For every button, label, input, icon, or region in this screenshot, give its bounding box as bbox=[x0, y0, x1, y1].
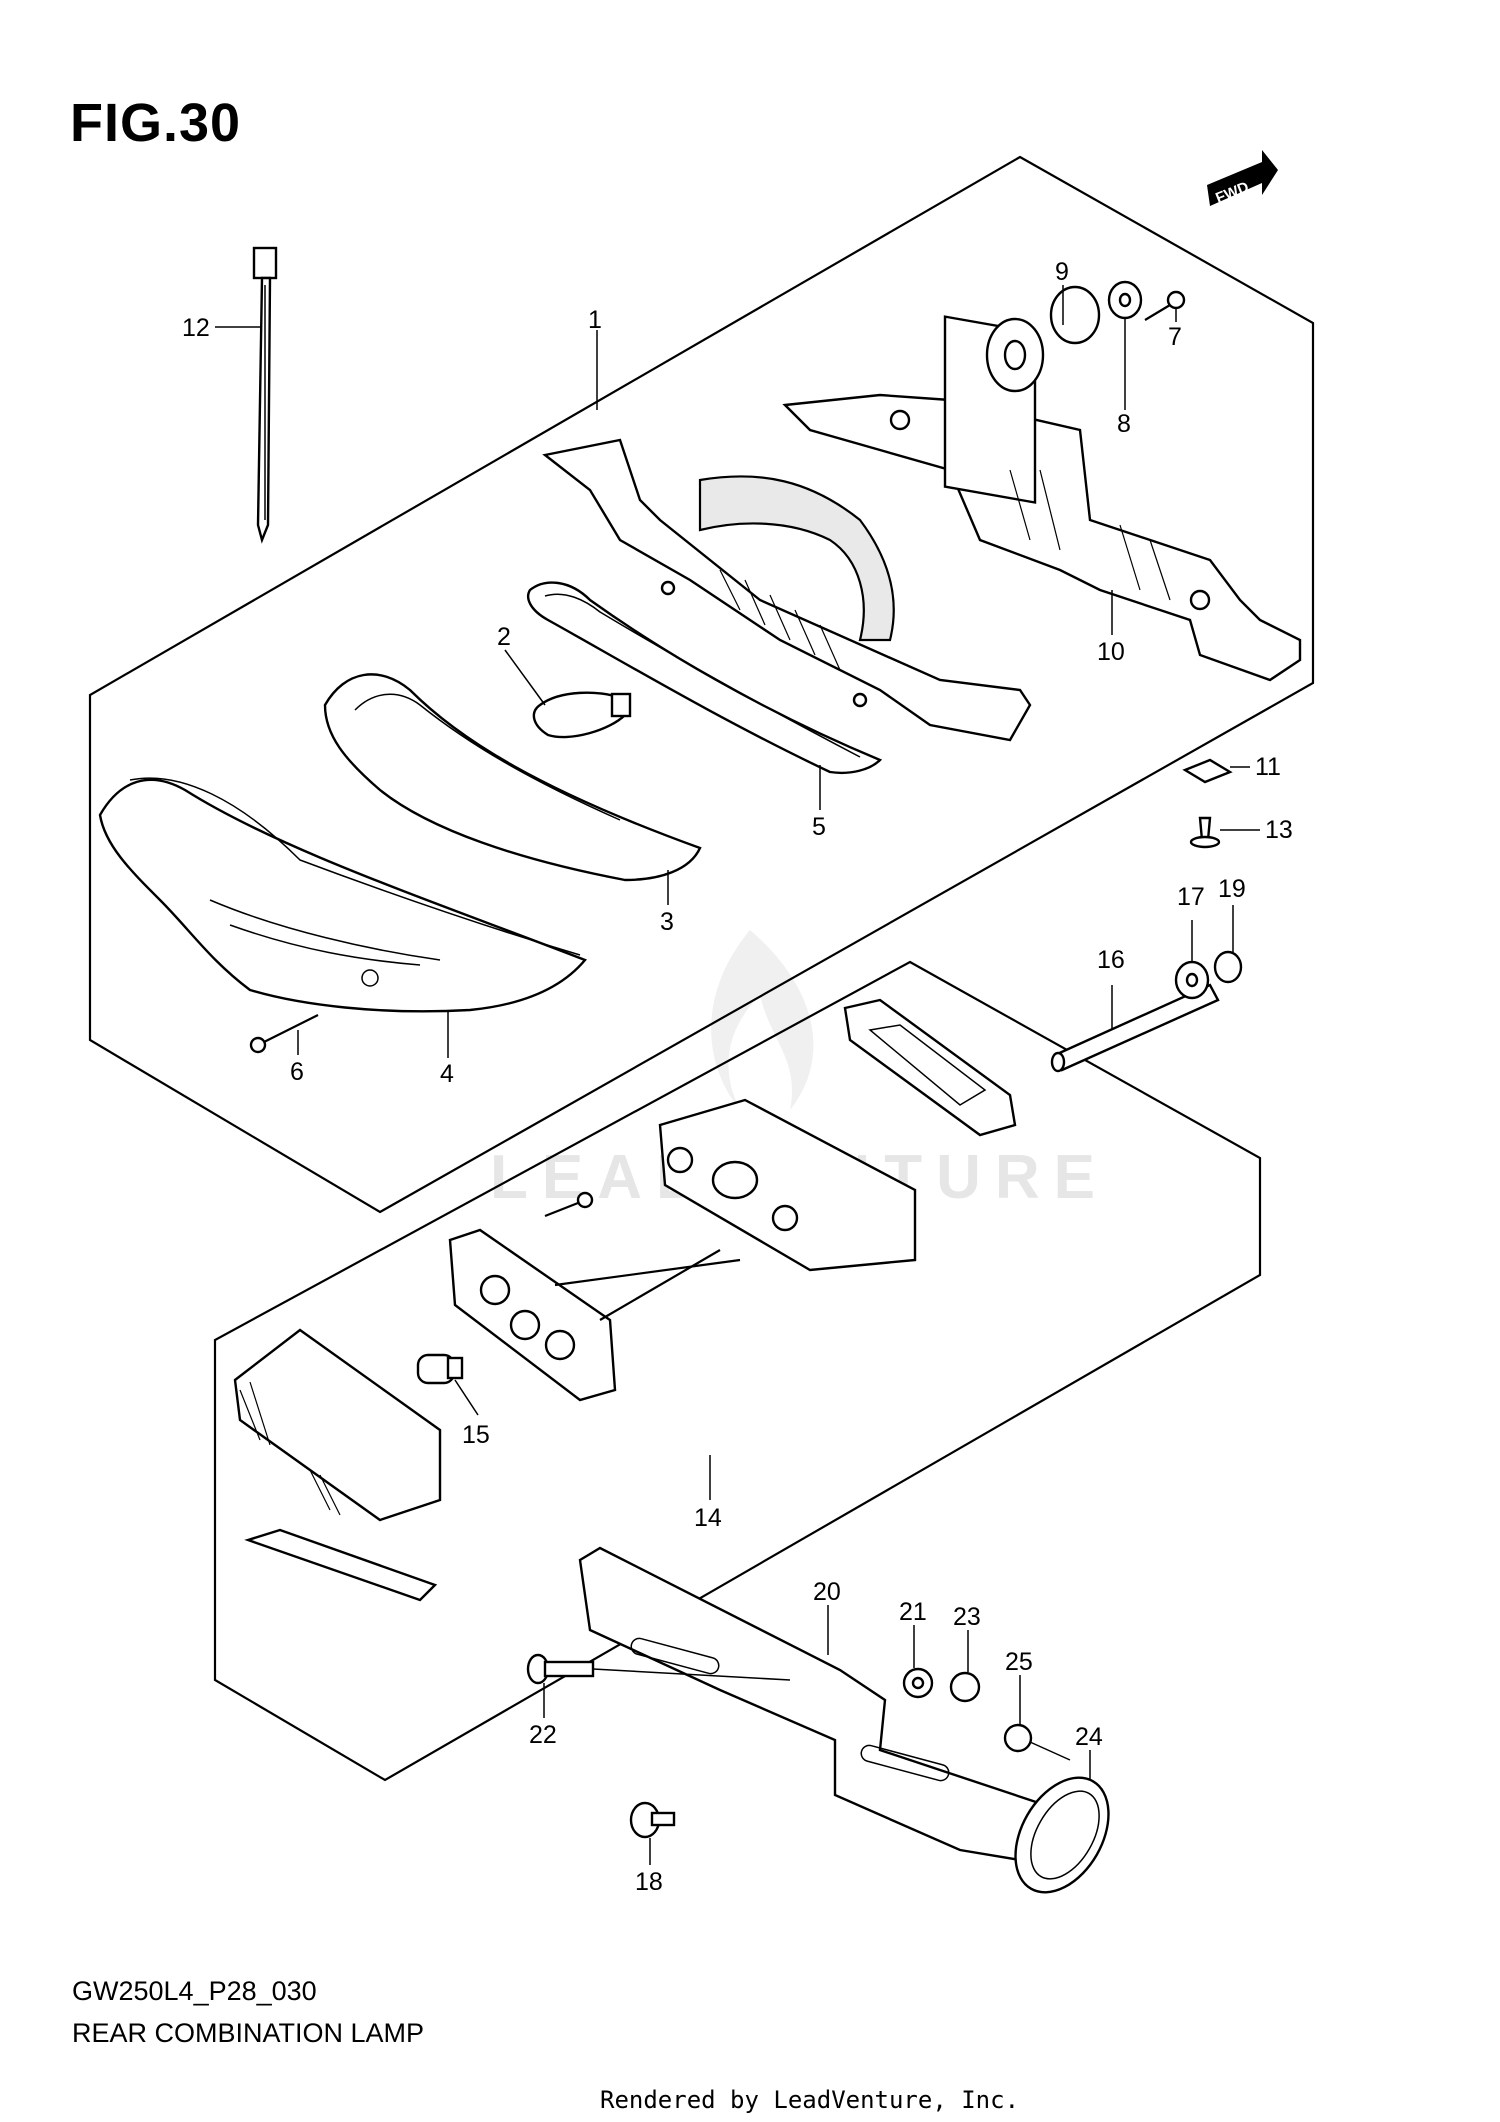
part-lower-lens bbox=[233, 1328, 442, 1522]
callout-8: 8 bbox=[1117, 410, 1131, 438]
part-plug-18 bbox=[629, 1801, 676, 1839]
callout-10: 10 bbox=[1097, 638, 1125, 666]
callout-19: 19 bbox=[1218, 875, 1246, 903]
part-small-bulb bbox=[416, 1353, 464, 1385]
part-screw-13 bbox=[1189, 816, 1221, 849]
part-lens bbox=[98, 777, 587, 1013]
callout-20: 20 bbox=[813, 1578, 841, 1606]
callout-23: 23 bbox=[953, 1603, 981, 1631]
part-gasket bbox=[323, 673, 702, 882]
callout-6: 6 bbox=[290, 1058, 304, 1086]
callout-9: 9 bbox=[1055, 258, 1069, 286]
part-lens-cover bbox=[244, 1528, 438, 1602]
callout-2: 2 bbox=[497, 623, 511, 651]
part-bolt-22 bbox=[526, 1653, 791, 1685]
callout-11: 11 bbox=[1255, 753, 1281, 781]
rendered-by-credit: Rendered by LeadVenture, Inc. bbox=[600, 2086, 1020, 2114]
callout-7: 7 bbox=[1168, 323, 1182, 351]
callout-24: 24 bbox=[1075, 1723, 1103, 1751]
part-washer-17 bbox=[1174, 960, 1210, 1000]
part-reflector bbox=[1014, 1776, 1110, 1894]
part-pin bbox=[1050, 983, 1220, 1073]
part-nut-19 bbox=[1213, 950, 1243, 984]
callout-15: 15 bbox=[462, 1421, 490, 1449]
callout-13: 13 bbox=[1265, 816, 1293, 844]
figure-code: GW250L4_P28_030 bbox=[72, 1976, 317, 2006]
part-screw-7 bbox=[1144, 290, 1186, 321]
part-socket-plate bbox=[448, 1228, 741, 1402]
callout-5: 5 bbox=[812, 813, 826, 841]
callout-18: 18 bbox=[635, 1868, 663, 1896]
callout-labels: 1 2 3 4 5 6 7 8 9 10 11 12 13 14 15 16 1… bbox=[182, 258, 1293, 1896]
part-lamp-body bbox=[658, 1098, 917, 1272]
callout-17: 17 bbox=[1177, 883, 1205, 911]
callout-1: 1 bbox=[588, 306, 602, 334]
figure-title: FIG.30 bbox=[70, 93, 242, 153]
part-cable-tie bbox=[252, 246, 278, 544]
part-washer-8 bbox=[1107, 280, 1143, 320]
part-nut-23 bbox=[949, 1671, 981, 1703]
callout-16: 16 bbox=[1097, 946, 1125, 974]
callout-25: 25 bbox=[1005, 1648, 1033, 1676]
part-bulb bbox=[532, 691, 632, 739]
part-washer-21 bbox=[902, 1667, 934, 1699]
assembly-boundary-14 bbox=[213, 960, 1262, 1782]
part-license-lamp-gasket bbox=[843, 998, 1017, 1137]
part-screw-6 bbox=[249, 1014, 319, 1054]
leader-lines bbox=[215, 285, 1260, 1865]
part-lamp-screw bbox=[544, 1191, 594, 1218]
callout-12: 12 bbox=[182, 314, 210, 342]
fwd-arrow-icon: FWD bbox=[1207, 150, 1278, 207]
part-nut-25 bbox=[1003, 1723, 1071, 1761]
part-clip-11 bbox=[1182, 758, 1233, 784]
part-housing bbox=[542, 438, 1032, 742]
part-seal bbox=[526, 581, 883, 774]
callout-4: 4 bbox=[440, 1060, 454, 1088]
callout-3: 3 bbox=[660, 908, 674, 936]
figure-name: REAR COMBINATION LAMP bbox=[72, 2018, 425, 2048]
assembly-boundary-1 bbox=[88, 155, 1315, 1214]
callout-21: 21 bbox=[899, 1598, 927, 1626]
callout-14: 14 bbox=[694, 1504, 722, 1532]
watermark-logo bbox=[711, 930, 814, 1110]
part-grommet bbox=[985, 285, 1101, 393]
callout-22: 22 bbox=[529, 1721, 557, 1749]
